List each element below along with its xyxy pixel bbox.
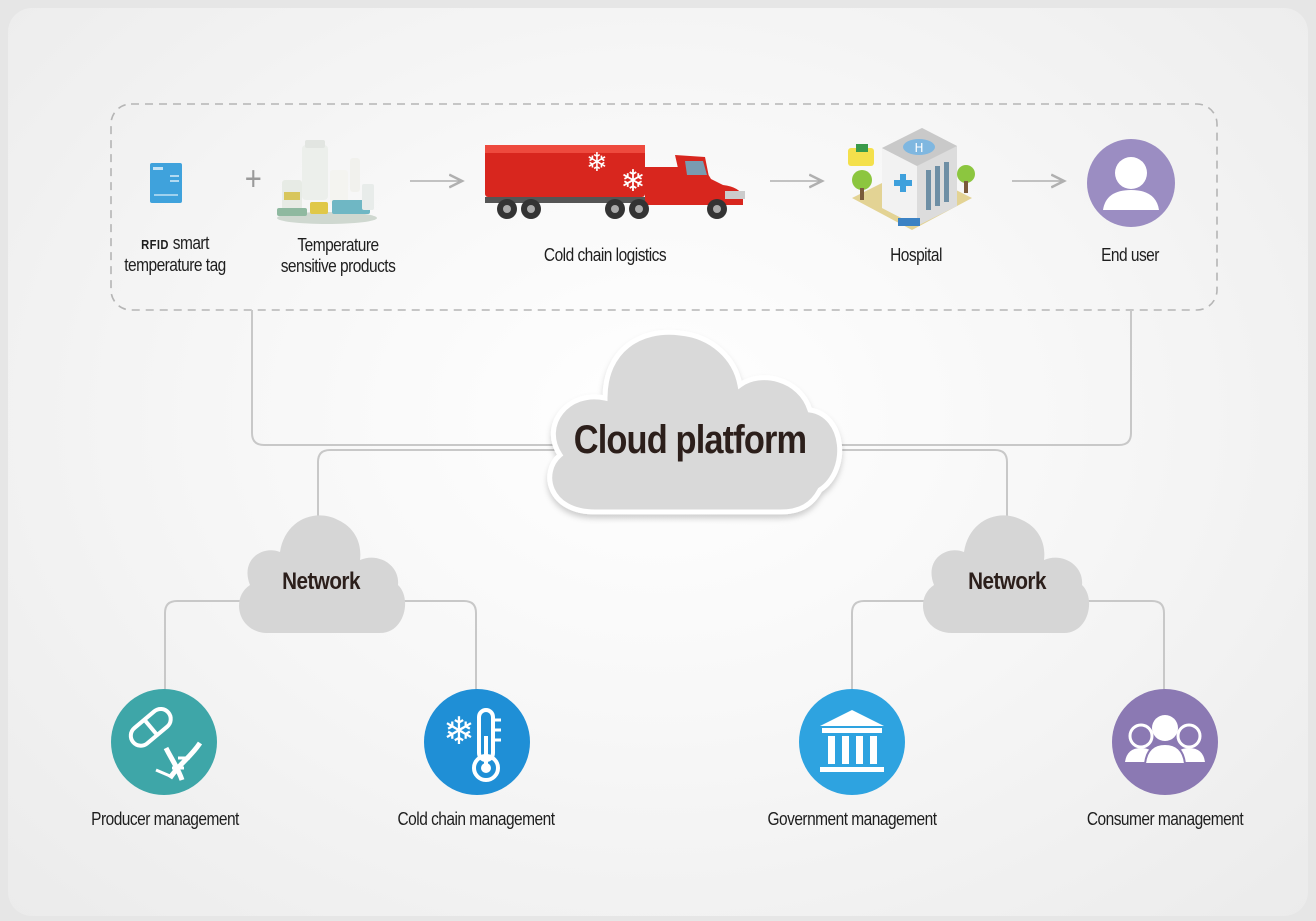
people-group-icon xyxy=(1112,689,1218,795)
svg-text:❄: ❄ xyxy=(586,148,608,178)
rfid-line1-text: smart xyxy=(172,233,210,253)
products-label: Temperature sensitive products xyxy=(269,235,407,277)
cloud-platform-title: Cloud platform xyxy=(573,418,807,462)
rfid-line2-text: temperature tag xyxy=(124,255,226,275)
medicine-bottles-icon xyxy=(277,140,377,224)
svg-text:❄: ❄ xyxy=(443,709,475,753)
network-cloud-right-shape xyxy=(922,515,1090,633)
pill-dna-icon xyxy=(111,689,217,795)
hospital-label: Hospital xyxy=(890,245,942,265)
supply-chain-frame xyxy=(110,103,1218,311)
network-right-label: Network xyxy=(968,568,1046,595)
logistics-label: Cold chain logistics xyxy=(543,245,667,265)
consumer-management-label: Consumer management xyxy=(1086,809,1244,829)
products-line1-text: Temperature xyxy=(297,235,379,255)
government-management-label: Government management xyxy=(767,809,937,829)
rfid-tag-label: RFID smart temperature tag xyxy=(119,233,231,276)
rfid-abbr-text: RFID xyxy=(141,237,169,252)
government-building-icon xyxy=(799,689,905,795)
end-user-label: End user xyxy=(1101,245,1159,265)
snowflake-thermometer-icon: ❄ xyxy=(424,689,530,795)
hospital-building-icon: H xyxy=(848,128,975,230)
network-right-to-government xyxy=(851,600,930,700)
end-user-icon xyxy=(1087,139,1175,227)
svg-text:H: H xyxy=(914,141,923,155)
network-cloud-left-shape xyxy=(238,515,406,633)
products-line2-text: sensitive products xyxy=(280,256,396,276)
producer-management-label: Producer management xyxy=(91,809,239,829)
network-left-to-producer xyxy=(164,600,245,700)
network-left-to-coldchain xyxy=(400,600,477,690)
plus-sign: + xyxy=(244,160,262,198)
network-left-label: Network xyxy=(282,568,360,595)
cloud-to-network-right xyxy=(820,449,1008,520)
cloud-platform-shape xyxy=(547,329,843,515)
refrigerated-truck-icon: ❄ ❄ xyxy=(485,145,745,219)
frame-to-cloud-right xyxy=(820,310,1132,446)
svg-text:❄: ❄ xyxy=(620,164,645,199)
frame-to-cloud-left xyxy=(251,310,560,446)
cloud-to-network-left xyxy=(317,449,560,520)
network-right-to-consumer xyxy=(1088,600,1165,700)
rfid-card-icon xyxy=(150,163,182,203)
cold-chain-management-label: Cold chain management xyxy=(397,809,555,829)
